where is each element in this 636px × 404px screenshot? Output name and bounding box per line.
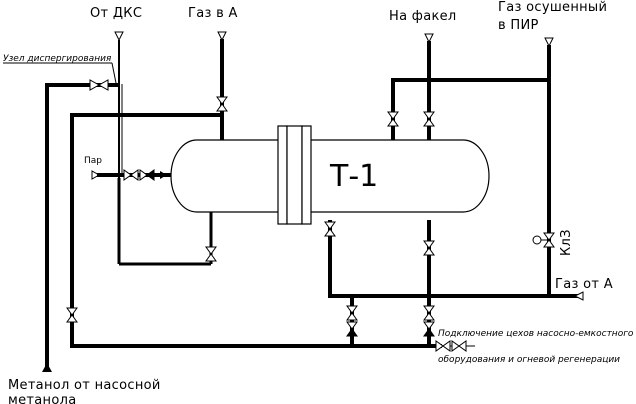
- label-from-dks: От ДКС: [90, 6, 142, 21]
- label-gas-from-a: Газ от А: [555, 277, 613, 292]
- vessel-t1: Т-1: [170, 125, 490, 225]
- valve-bottom-left-vessel[interactable]: [205, 246, 217, 262]
- valve-drain-1a[interactable]: [346, 305, 358, 321]
- valve-drain-1b[interactable]: [346, 321, 358, 337]
- valve-vessel-bottom-mid[interactable]: [324, 221, 336, 237]
- vessel-tag: Т-1: [329, 159, 378, 194]
- valve-steam-1[interactable]: [123, 169, 139, 181]
- valve-methanol-left[interactable]: [66, 307, 78, 323]
- label-steam: Пар: [84, 156, 102, 166]
- label-to-flare: На факел: [389, 9, 457, 24]
- pipe-gas-to-a: [70, 31, 442, 348]
- valve-methanol-top[interactable]: [89, 79, 109, 91]
- label-dispersion-unit: Узел диспергирования: [3, 54, 112, 64]
- pipe-methanol: [42, 83, 119, 372]
- flange-left: [277, 125, 288, 225]
- valve-klz[interactable]: [532, 232, 555, 248]
- valve-gas-to-a[interactable]: [216, 96, 228, 112]
- valve-vessel-bottom-right[interactable]: [423, 240, 435, 256]
- valve-to-flare[interactable]: [423, 111, 435, 127]
- label-klz: КлЗ: [559, 229, 574, 256]
- flange-center: [286, 125, 303, 225]
- label-gas-to-a: Газ в А: [188, 6, 238, 21]
- flange-right: [301, 125, 312, 225]
- label-dried-gas-2: в ПИР: [498, 18, 539, 33]
- label-connection-1: Подключение цехов насосно-емкостного: [438, 329, 634, 339]
- label-connection-2: оборудования и огневой регенерации: [438, 355, 620, 365]
- label-methanol-1: Метанол от насосной: [8, 378, 161, 393]
- valve-drain-2b[interactable]: [423, 321, 435, 337]
- label-dried-gas-1: Газ осушенный: [498, 0, 607, 15]
- valve-dried-gas-branch[interactable]: [387, 111, 399, 127]
- methanol-arrow-icon: [42, 363, 52, 372]
- valve-steam-2[interactable]: [139, 169, 155, 181]
- valve-connection-outlet[interactable]: [435, 340, 467, 352]
- actuator-icon: [532, 235, 542, 245]
- label-methanol-2: метанола: [8, 393, 76, 404]
- pipe-dried-gas: [391, 37, 554, 298]
- steam-check-icon: [160, 171, 167, 179]
- dispersion-leader-tick: [111, 62, 117, 84]
- valve-drain-2a[interactable]: [423, 305, 435, 321]
